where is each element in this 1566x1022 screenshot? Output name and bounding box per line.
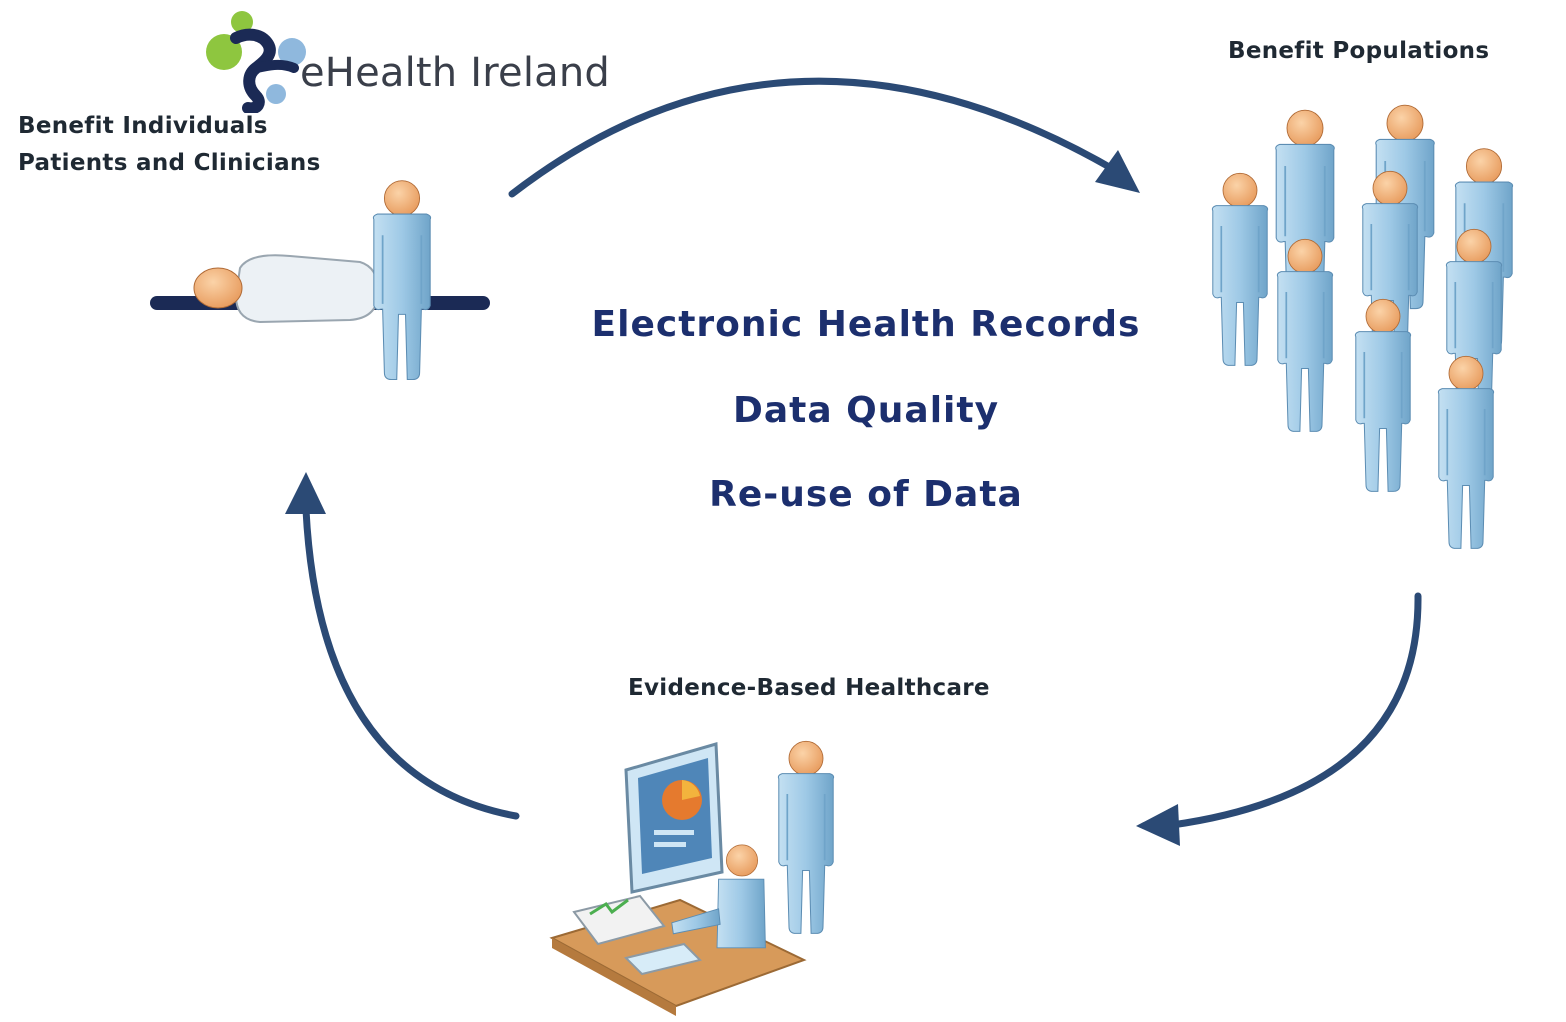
standing-analyst-icon bbox=[777, 740, 835, 935]
label-patients-clinicians: Patients and Clinicians bbox=[18, 150, 321, 176]
label-benefit-populations: Benefit Populations bbox=[1228, 38, 1490, 64]
center-line-reuse: Re-use of Data bbox=[709, 474, 1023, 515]
center-line-data-quality: Data Quality bbox=[732, 390, 1000, 431]
research-desk-icon bbox=[549, 742, 807, 1016]
label-benefit-individuals: Benefit Individuals bbox=[18, 113, 268, 139]
arrow-right bbox=[1168, 592, 1422, 829]
arrow-top bbox=[508, 77, 1122, 198]
clinician-figure-icon bbox=[372, 179, 432, 381]
patient-bed-icon bbox=[150, 254, 490, 324]
seated-analyst-icon bbox=[671, 844, 766, 949]
arrow-left bbox=[302, 506, 520, 820]
arrow-top-head-icon bbox=[1095, 150, 1140, 193]
center-line-ehr: Electronic Health Records bbox=[591, 304, 1141, 345]
ehealth-ireland-logo: eHealth Ireland bbox=[200, 8, 610, 113]
logo-mark-icon bbox=[206, 11, 306, 113]
label-evidence-based-healthcare: Evidence-Based Healthcare bbox=[628, 675, 990, 701]
arrow-right-head-icon bbox=[1136, 804, 1180, 846]
arrow-left-head-icon bbox=[285, 472, 326, 514]
logo-text: eHealth Ireland bbox=[300, 50, 611, 96]
population-group-icon bbox=[1211, 104, 1514, 550]
